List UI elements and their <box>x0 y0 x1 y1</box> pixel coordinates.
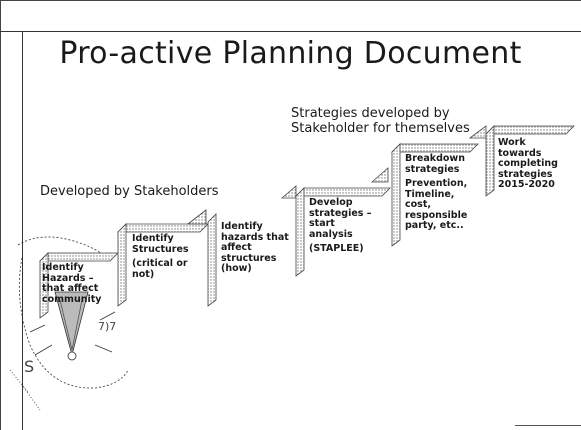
slide-title: Pro-active Planning Document <box>59 36 522 71</box>
step-4-subtext: (STAPLEE) <box>309 243 364 254</box>
step-6-label: Work towards completing strategies 2015-… <box>498 137 568 191</box>
step-5-text: Breakdown strategies <box>405 153 465 175</box>
step-5-subtext: Prevention, Timeline, cost, responsible … <box>405 178 468 231</box>
step-5-riser <box>391 143 401 247</box>
step-3-label: Identify hazards that affect structures … <box>221 221 291 275</box>
svg-text:7)7: 7)7 <box>98 320 116 333</box>
step-4-text: Develop strategies – start analysis <box>309 197 372 240</box>
svg-text:S: S <box>24 357 34 376</box>
step-6-tread <box>485 125 575 135</box>
step-6-riser <box>485 125 495 197</box>
step-1-label: Identify Hazards – that affect community <box>42 262 112 305</box>
footer-rule <box>515 425 581 426</box>
step-3-text: Identify hazards that affect structures … <box>221 221 289 274</box>
step-1-tread <box>39 252 119 262</box>
step-2-subtext: (critical or not) <box>132 258 188 280</box>
step-4-riser <box>295 187 305 277</box>
step-1 <box>39 252 119 319</box>
caption-strategies-line2: Stakeholder for themselves <box>291 121 470 136</box>
step-6 <box>485 125 575 197</box>
caption-strategies-developed: Strategies developed by Stakeholder for … <box>291 106 470 136</box>
step-4 <box>295 167 391 277</box>
step-1-riser <box>39 252 49 319</box>
slide-frame-top <box>0 0 581 1</box>
step-3-riser <box>207 213 217 307</box>
step-5-label: Breakdown strategies Prevention, Timelin… <box>405 153 477 232</box>
left-margin-rule <box>22 31 23 430</box>
step-2 <box>117 209 209 307</box>
caption-stakeholders-text: Developed by Stakeholders <box>40 184 219 199</box>
step-2-tread <box>117 223 209 233</box>
step-3-marker <box>280 185 297 199</box>
step-4-marker <box>370 167 389 183</box>
step-1-text: Identify Hazards – that affect community <box>42 262 102 305</box>
compass-sketch-icon: S 7)7 <box>9 236 129 411</box>
step-2-riser <box>117 223 127 307</box>
step-2-marker <box>186 209 207 225</box>
step-5-tread <box>391 143 479 153</box>
caption-strategies-line1: Strategies developed by <box>291 106 450 121</box>
step-2-text: Identify Structures <box>132 233 189 255</box>
caption-developed-by-stakeholders: Developed by Stakeholders <box>40 184 219 199</box>
title-divider <box>0 31 581 32</box>
step-5 <box>391 125 487 247</box>
slide-frame-left <box>0 0 1 430</box>
step-2-label: Identify Structures (critical or not) <box>132 233 202 280</box>
step-4-label: Develop strategies – start analysis (STA… <box>309 197 381 255</box>
step-6-text: Work towards completing strategies 2015-… <box>498 137 558 190</box>
step-3 <box>207 185 297 307</box>
step-4-tread <box>295 187 391 197</box>
step-5-marker <box>468 125 487 139</box>
